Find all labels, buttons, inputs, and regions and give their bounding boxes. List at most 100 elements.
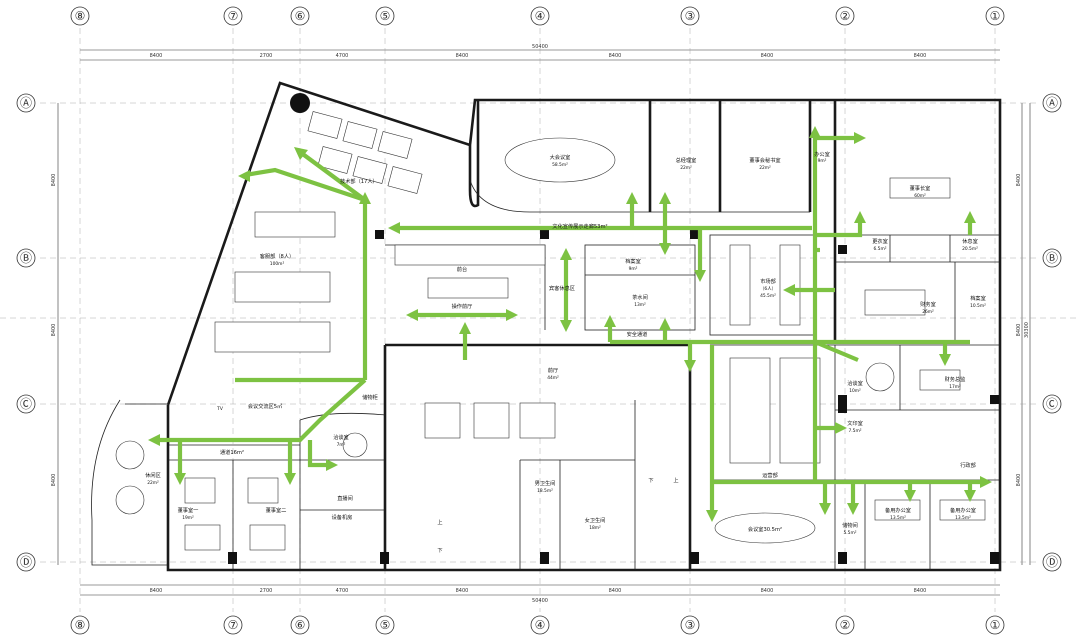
svg-text:①: ① xyxy=(990,618,1001,632)
flow-arrow xyxy=(980,476,992,488)
svg-text:8400: 8400 xyxy=(456,588,469,594)
svg-text:③: ③ xyxy=(685,618,696,632)
room-label: 市场部 xyxy=(760,277,776,285)
room-label: 60m² xyxy=(914,193,926,199)
flow-arrow xyxy=(626,192,638,204)
room-label: 运营部 xyxy=(762,471,778,479)
room-label: 男卫生间 xyxy=(535,479,556,487)
axis-right: Ⓐ Ⓑ Ⓒ Ⓓ xyxy=(1042,93,1062,572)
flow-arrow xyxy=(659,243,671,255)
room-label: 6.5m² xyxy=(873,246,886,252)
room-label: 茶水间 xyxy=(632,293,648,301)
svg-text:①: ① xyxy=(990,9,1001,23)
svg-text:8400: 8400 xyxy=(1016,324,1022,337)
flow-arrow xyxy=(155,378,367,443)
svg-text:8400: 8400 xyxy=(1016,174,1022,187)
room-label: 13.5m² xyxy=(890,515,906,521)
flow-arrow xyxy=(964,211,976,223)
room-label: （6人） xyxy=(760,286,776,292)
room-label: 13m² xyxy=(634,302,646,308)
axis-bubble: ③ xyxy=(680,615,700,635)
dimension-texts: 8400 2700 4700 8400 8400 8400 8400 50400… xyxy=(51,44,1030,604)
room-label: 设备机房 xyxy=(332,513,353,521)
svg-text:⑥: ⑥ xyxy=(295,618,306,632)
room-label: 58.5m² xyxy=(552,162,568,168)
svg-text:④: ④ xyxy=(535,618,546,632)
svg-text:②: ② xyxy=(840,9,851,23)
room-label: 董事室二 xyxy=(266,506,287,514)
room-label: 前厅 xyxy=(548,366,558,374)
room-label: 5.5m² xyxy=(843,530,856,536)
room-label: 上 xyxy=(673,476,678,484)
axis-bubble: Ⓑ xyxy=(16,248,36,268)
flow-arrow xyxy=(815,218,863,238)
axis-bottom: ⑧ ⑦ ⑥ ⑤ ④ ③ ② ① xyxy=(70,615,1005,635)
dimension-lines xyxy=(57,49,1031,596)
svg-text:Ⓓ: Ⓓ xyxy=(20,555,32,569)
room-label: 通道16m² xyxy=(220,448,244,456)
room-label: 19m² xyxy=(182,515,194,521)
flow-arrow xyxy=(459,322,471,334)
svg-text:8400: 8400 xyxy=(51,324,57,337)
svg-text:30300: 30300 xyxy=(1024,322,1030,338)
axis-bubble: ① xyxy=(985,6,1005,26)
room-label: 文印室 xyxy=(847,419,863,427)
flow-arrow xyxy=(706,510,718,522)
room-label: 10.5m² xyxy=(970,303,986,309)
room-label: 17m² xyxy=(949,384,961,390)
axis-bubble: ② xyxy=(835,6,855,26)
flow-arrow xyxy=(506,309,518,321)
axis-bubble: ⑧ xyxy=(70,6,90,26)
room-label: 储物间 xyxy=(842,521,858,529)
room-label: 董事会秘书室 xyxy=(749,156,780,164)
svg-text:8400: 8400 xyxy=(761,53,774,59)
axis-bubble: Ⓓ xyxy=(16,552,36,572)
flow-arrow xyxy=(819,503,831,515)
room-label: 备用办公室 xyxy=(950,506,976,514)
svg-text:④: ④ xyxy=(535,9,546,23)
circulation-arrows xyxy=(148,126,992,522)
room-label: 技术部（17人） xyxy=(340,177,378,185)
room-label: 行政部 xyxy=(960,461,976,469)
svg-text:⑦: ⑦ xyxy=(228,618,239,632)
flow-arrow xyxy=(326,459,338,471)
room-label: 9m² xyxy=(629,266,638,272)
svg-text:8400: 8400 xyxy=(914,53,927,59)
flow-arrow xyxy=(694,270,706,282)
flow-arrow xyxy=(964,490,976,502)
axis-bubble: ⑥ xyxy=(290,615,310,635)
room-label: 安全通道 xyxy=(627,330,648,338)
svg-text:⑧: ⑧ xyxy=(75,618,86,632)
room-label: 直播间 xyxy=(337,494,353,502)
flow-arrow xyxy=(560,248,572,260)
room-label: 13.5m² xyxy=(955,515,971,521)
room-label: 前台 xyxy=(457,265,467,273)
svg-text:2700: 2700 xyxy=(260,53,273,59)
svg-text:8400: 8400 xyxy=(51,174,57,187)
flow-arrow xyxy=(904,490,916,502)
room-label: 22m² xyxy=(680,165,692,171)
room-label: 会议交流区5㎡ xyxy=(248,402,283,410)
axis-bubble: ⑦ xyxy=(223,6,243,26)
furniture xyxy=(115,93,999,564)
room-label: 上 xyxy=(437,518,442,526)
axis-bubble: ⑤ xyxy=(375,6,395,26)
room-labels: 技术部（17人） 大会议室 58.5m² 总经理室 22m² 董事会秘书室 22… xyxy=(145,150,986,554)
svg-text:Ⓑ: Ⓑ xyxy=(20,251,32,265)
svg-text:Ⓒ: Ⓒ xyxy=(20,397,32,411)
svg-text:8400: 8400 xyxy=(609,588,622,594)
flow-arrow xyxy=(854,132,866,144)
svg-text:③: ③ xyxy=(685,9,696,23)
axis-left: Ⓐ Ⓑ Ⓒ Ⓓ xyxy=(16,93,36,572)
svg-text:⑦: ⑦ xyxy=(228,9,239,23)
room-label: 22m² xyxy=(147,480,159,486)
room-label: 26m² xyxy=(922,309,934,315)
axis-bubble: ② xyxy=(835,615,855,635)
room-label: 20.5m² xyxy=(962,246,978,252)
room-label: 44m² xyxy=(547,375,559,381)
flow-arrow xyxy=(238,170,250,182)
room-label: 会议室30.5m² xyxy=(748,525,782,533)
room-label: 文化宣传展示走廊53m² xyxy=(552,222,607,230)
flow-arrow xyxy=(835,422,847,434)
room-label: 更衣室 xyxy=(872,237,888,245)
